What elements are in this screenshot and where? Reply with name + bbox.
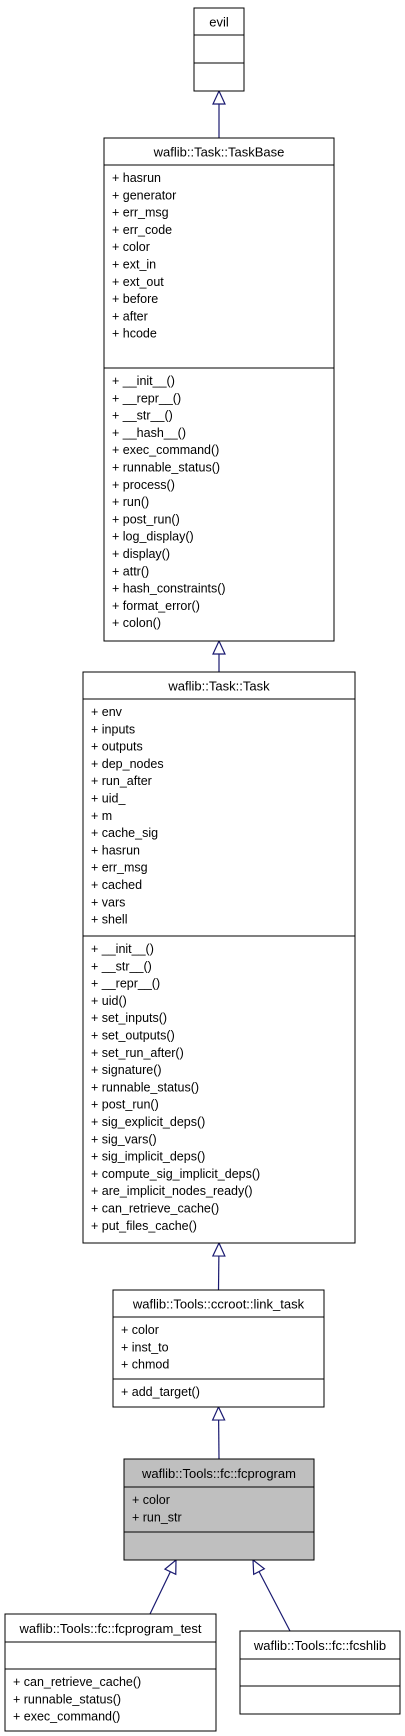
class-box-evil[interactable]: evil xyxy=(193,7,245,92)
class-method: + attr() xyxy=(112,564,149,578)
class-method: + set_outputs() xyxy=(91,1029,175,1043)
class-name: waflib::Task::Task xyxy=(167,679,270,694)
class-method: + set_run_after() xyxy=(91,1046,184,1060)
class-attribute: + cached xyxy=(91,878,142,892)
class-method: + sig_vars() xyxy=(91,1132,157,1146)
class-method: + post_run() xyxy=(112,512,180,526)
class-method: + are_implicit_nodes_ready() xyxy=(91,1184,253,1198)
class-method: + colon() xyxy=(112,616,161,630)
inheritance-edge-link_task-to-task xyxy=(211,1241,226,1291)
class-attribute: + generator xyxy=(112,188,176,202)
class-method: + runnable_status() xyxy=(13,1692,121,1706)
class-attribute: + inputs xyxy=(91,722,135,736)
class-attribute: + ext_out xyxy=(112,275,164,289)
class-attribute: + err_msg xyxy=(91,861,148,875)
class-box-fcprogram[interactable]: waflib::Tools::fc::fcprogram+ color+ run… xyxy=(123,1458,315,1561)
class-box-fcshlib[interactable]: waflib::Tools::fc::fcshlib xyxy=(239,1630,401,1715)
class-attribute: + chmod xyxy=(121,1358,169,1372)
class-attribute: + run_after xyxy=(91,774,152,788)
class-attribute: + hasrun xyxy=(112,171,161,185)
class-attribute: + dep_nodes xyxy=(91,757,164,771)
class-box-taskbase[interactable]: waflib::Task::TaskBase+ hasrun+ generato… xyxy=(103,137,335,642)
class-method: + compute_sig_implicit_deps() xyxy=(91,1167,260,1181)
class-box-fcprogram-test[interactable]: waflib::Tools::fc::fcprogram_test+ can_r… xyxy=(4,1613,217,1732)
class-name: waflib::Tools::fc::fcshlib xyxy=(253,1638,386,1653)
class-attribute: + after xyxy=(112,309,148,323)
class-attribute: + run_str xyxy=(132,1510,182,1524)
class-method: + put_files_cache() xyxy=(91,1219,197,1233)
class-box-link-task[interactable]: waflib::Tools::ccroot::link_task+ color+… xyxy=(112,1289,325,1408)
class-attribute: + err_code xyxy=(112,223,172,237)
class-name: waflib::Tools::fc::fcprogram_test xyxy=(18,1621,201,1636)
class-method: + __repr__() xyxy=(112,391,181,405)
class-attribute: + before xyxy=(112,292,158,306)
class-method: + sig_implicit_deps() xyxy=(91,1150,205,1164)
inheritance-edge-taskbase-to-evil xyxy=(212,89,226,138)
class-method: + sig_explicit_deps() xyxy=(91,1115,205,1129)
class-method: + can_retrieve_cache() xyxy=(91,1202,219,1216)
class-method: + runnable_status() xyxy=(112,461,220,475)
class-attribute: + m xyxy=(91,809,112,823)
class-attribute: + vars xyxy=(91,895,125,909)
class-name: waflib::Tools::ccroot::link_task xyxy=(132,1297,305,1312)
class-attribute: + color xyxy=(132,1493,170,1507)
class-name: waflib::Tools::fc::fcprogram xyxy=(141,1466,296,1481)
class-name: waflib::Task::TaskBase xyxy=(153,145,285,160)
class-method: + runnable_status() xyxy=(91,1080,199,1094)
class-method: + process() xyxy=(112,478,175,492)
class-attribute: + uid_ xyxy=(91,792,126,806)
inheritance-edge-fcprogram_test-to-fcprogram xyxy=(149,1558,177,1615)
class-method: + post_run() xyxy=(91,1098,159,1112)
class-method: + set_inputs() xyxy=(91,1011,167,1025)
inheritance-edge-fcprogram-to-link_task xyxy=(211,1405,226,1460)
class-method: + hash_constraints() xyxy=(112,582,226,596)
class-method: + __str__() xyxy=(91,959,152,973)
class-attribute: + color xyxy=(112,240,150,254)
class-attribute: + ext_in xyxy=(112,258,156,272)
class-attribute: + err_msg xyxy=(112,206,169,220)
inheritance-edge-task-to-taskbase xyxy=(212,639,226,672)
class-method: + __repr__() xyxy=(91,977,160,991)
class-method: + format_error() xyxy=(112,599,200,613)
class-method: + exec_command() xyxy=(13,1710,120,1724)
class-method: + add_target() xyxy=(121,1385,200,1399)
class-method: + __init__() xyxy=(91,942,154,956)
class-attribute: + hasrun xyxy=(91,843,140,857)
class-attribute: + hcode xyxy=(112,327,157,341)
class-method: + run() xyxy=(112,495,149,509)
class-name: evil xyxy=(209,15,229,30)
class-method: + log_display() xyxy=(112,530,194,544)
class-attribute: + shell xyxy=(91,913,127,927)
class-method: + __str__() xyxy=(112,409,173,423)
class-method: + uid() xyxy=(91,994,127,1008)
class-attribute: + color xyxy=(121,1323,159,1337)
class-method: + __init__() xyxy=(112,374,175,388)
class-box-task[interactable]: waflib::Task::Task+ env+ inputs+ outputs… xyxy=(82,671,356,1244)
inheritance-edge-fcshlib-to-fcprogram xyxy=(252,1558,291,1632)
class-method: + display() xyxy=(112,547,170,561)
class-attribute: + outputs xyxy=(91,740,143,754)
class-attribute: + cache_sig xyxy=(91,826,158,840)
class-method: + exec_command() xyxy=(112,443,219,457)
class-method: + __hash__() xyxy=(112,426,186,440)
class-attribute: + inst_to xyxy=(121,1340,169,1354)
class-attribute: + env xyxy=(91,705,123,719)
class-method: + signature() xyxy=(91,1063,162,1077)
class-method: + can_retrieve_cache() xyxy=(13,1675,141,1689)
